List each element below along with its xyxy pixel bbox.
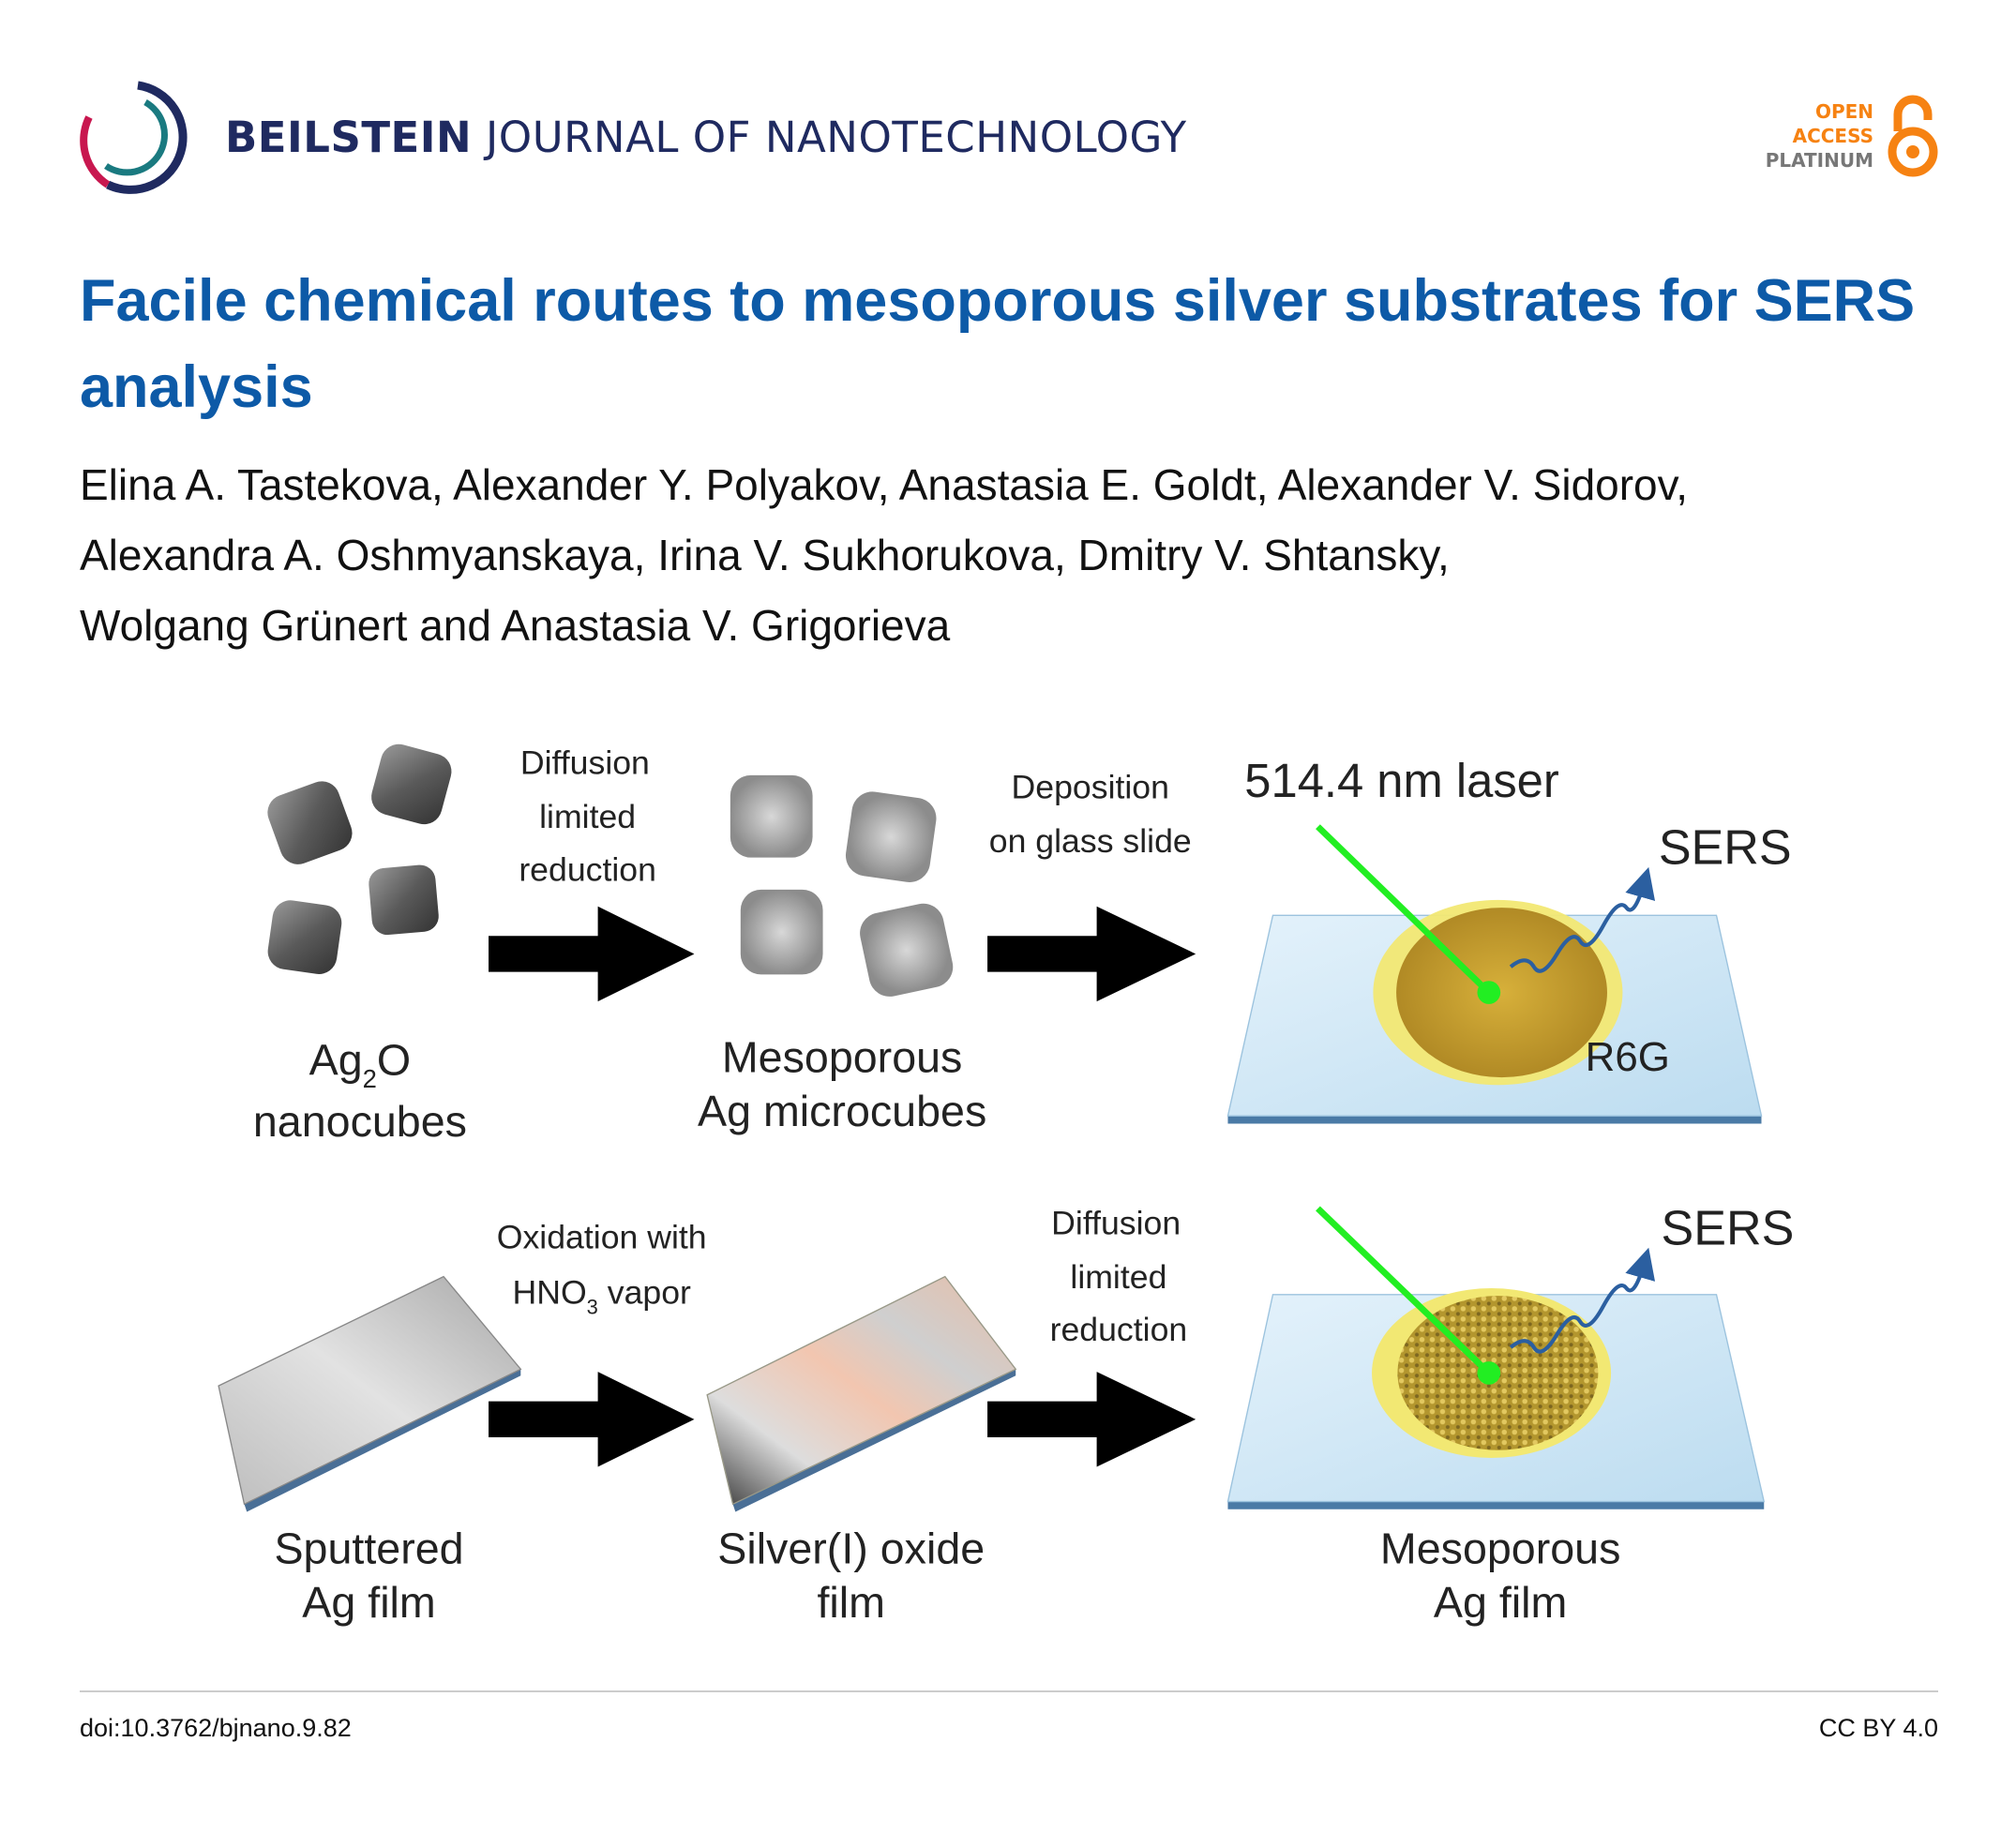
journal-logo [80,81,188,194]
mesoporous-film-label: Mesoporous [1380,1524,1621,1572]
author-line: Alexandra A. Oshmyanskaya, Irina V. Sukh… [80,531,1450,579]
badge-access: ACCESS [1792,125,1873,147]
sputtered-film-image [218,1275,522,1512]
arrow-icon [489,906,695,1002]
mesoporous-film-label: Ag film [1434,1578,1567,1627]
step-label: reduction [519,850,656,888]
sers-label: SERS [1662,1201,1795,1255]
step-label: HNO3 vapor [512,1273,691,1318]
oxide-film-image [706,1275,1017,1512]
author-list: Elina A. Tastekova, Alexander Y. Polyako… [80,450,1955,661]
microcubes-label: Ag microcubes [698,1087,986,1135]
author-line: Wolgang Grünert and Anastasia V. Grigori… [80,601,951,650]
mesoporous-microcubes-image [730,774,954,997]
step-label: reduction [1050,1311,1188,1348]
journal-name: BEILSTEIN JOURNAL OF NANOTECHNOLOGY [225,113,1187,162]
ag2o-label: Ag2O [309,1035,412,1093]
arrow-icon [987,906,1196,1002]
step-label: Oxidation with [497,1218,707,1255]
step-label: limited [1070,1258,1166,1296]
laser-label: 514.4 nm laser [1244,754,1559,807]
author-line: Elina A. Tastekova, Alexander Y. Polyako… [80,460,1689,509]
glass-slide-top [1226,824,1763,1124]
step-label: Diffusion [520,743,650,781]
ag2o-label: nanocubes [253,1097,467,1146]
ag2o-nanocubes-image [267,743,452,974]
step-label: Deposition [1012,769,1169,806]
r6g-label: R6G [1586,1034,1670,1080]
arrow-icon [987,1372,1196,1467]
open-access-badge: OPEN ACCESS PLATINUM [1763,94,1941,180]
sputtered-label: Sputtered [274,1524,463,1572]
microcubes-label: Mesoporous [722,1033,963,1082]
oxide-label: Silver(I) oxide [717,1524,985,1572]
badge-platinum: PLATINUM [1765,149,1873,172]
sputtered-label: Ag film [302,1578,435,1627]
open-lock-icon [1888,95,1938,177]
step-label: on glass slide [989,822,1192,860]
badge-open: OPEN [1814,100,1873,123]
arrow-icon [489,1372,695,1467]
step-label: Diffusion [1051,1204,1181,1241]
article-title: Facile chemical routes to mesoporous sil… [80,268,1916,420]
footer-divider [80,1690,1938,1692]
glass-slide-bottom [1226,1206,1766,1509]
step-label: limited [539,798,636,835]
license-label: CC BY 4.0 [1818,1714,1938,1742]
doi-link[interactable]: doi:10.3762/bjnano.9.82 [80,1714,352,1742]
sers-label: SERS [1659,820,1792,875]
oxide-label: film [817,1578,884,1627]
